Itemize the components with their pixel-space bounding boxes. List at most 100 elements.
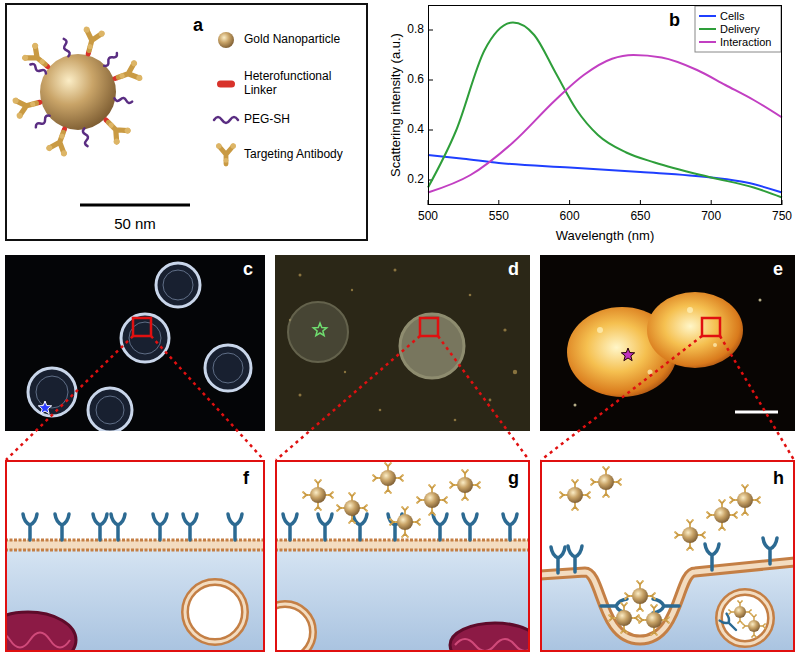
vesicle <box>185 582 245 642</box>
cell <box>96 396 124 424</box>
panel-letter: d <box>508 259 519 279</box>
nanoparticle <box>372 462 404 494</box>
nanoparticle-illustration <box>12 26 143 157</box>
scatter-speckle <box>574 404 577 407</box>
receptor <box>55 514 69 540</box>
receptor <box>353 514 367 540</box>
legend-line <box>699 15 716 17</box>
darkfield-image <box>540 255 795 431</box>
peg-chain <box>29 38 132 146</box>
micrograph-panel: d <box>275 255 530 431</box>
tick-label: 550 <box>489 210 509 223</box>
scatter-speckle <box>454 419 457 422</box>
nanoparticle <box>559 466 766 638</box>
antibody <box>45 129 73 158</box>
legend-text: PEG-SH <box>244 113 362 127</box>
receptor <box>568 546 582 572</box>
cell <box>163 270 193 300</box>
darkfield-image <box>5 255 265 431</box>
panel-letter: g <box>508 468 519 488</box>
zoom-marker <box>420 318 438 336</box>
cytoplasm <box>540 562 795 652</box>
receptor <box>551 547 565 573</box>
panel-letter: f <box>243 468 249 488</box>
mitochondrion <box>455 639 530 651</box>
legend-icon <box>218 32 234 48</box>
antibody <box>79 26 106 53</box>
nanoparticle <box>706 499 738 531</box>
scatter-speckle <box>648 370 653 375</box>
chart-art <box>428 6 782 205</box>
zoom-leader <box>438 336 529 460</box>
cell <box>213 353 243 383</box>
nanoparticle <box>729 484 761 516</box>
scatter-speckle <box>351 289 353 291</box>
spectrum-curve <box>428 23 782 198</box>
legend-line <box>699 41 716 43</box>
legend-text: Cells <box>720 10 780 23</box>
nanoparticle <box>302 479 334 511</box>
legend-text: Interaction <box>720 36 780 49</box>
legend-box <box>695 6 781 52</box>
tick-label: 700 <box>701 210 721 223</box>
zoom-marker <box>702 318 720 336</box>
darkfield-image <box>5 255 265 431</box>
darkfield-image <box>275 255 530 431</box>
legend-icon <box>214 32 238 164</box>
axis-title: Wavelength (nm) <box>556 229 655 243</box>
scale-bar <box>80 204 190 207</box>
zoom-leader <box>541 336 702 460</box>
scatter-speckle <box>597 327 603 333</box>
tick-label: 0.4 <box>407 123 424 136</box>
scatter-speckle <box>513 370 517 374</box>
legend-text: Gold Nanoparticle <box>244 33 362 47</box>
scale-label: 50 nm <box>114 216 156 233</box>
schematic-panel: f <box>5 460 265 652</box>
vesicle <box>275 604 313 652</box>
cell <box>288 302 348 362</box>
tick-label: 750 <box>772 210 792 223</box>
nanoparticle <box>674 519 706 551</box>
scatter-speckle <box>344 371 346 373</box>
spectrum-curve <box>428 23 782 198</box>
darkfield-image <box>313 323 326 336</box>
legend-text: Targeting Antibody <box>244 148 362 162</box>
tick-label: 500 <box>418 210 438 223</box>
scatter-speckle <box>503 328 506 331</box>
antibody <box>115 59 144 87</box>
plot-frame: b <box>428 5 782 205</box>
nanoparticle <box>728 600 752 624</box>
cell <box>156 263 200 307</box>
cell <box>28 368 76 416</box>
receptor <box>705 544 719 570</box>
legend-icon <box>214 117 238 123</box>
schematic-panel: h <box>540 460 795 652</box>
legend-text: Heterofunctional Linker <box>244 70 362 98</box>
panel-letter: h <box>773 468 784 488</box>
nanoparticle <box>590 466 622 498</box>
cell <box>88 388 132 431</box>
scatter-speckle <box>289 269 517 422</box>
nanoparticle <box>624 580 656 612</box>
antibody <box>21 42 52 73</box>
scatter-speckle <box>574 299 762 407</box>
receptor <box>93 514 107 540</box>
darkfield-image <box>621 348 634 361</box>
cell-schematic <box>540 460 795 652</box>
receptor <box>183 514 197 540</box>
panel-letter: c <box>243 259 253 279</box>
scatter-speckle <box>489 399 492 402</box>
legend-line <box>699 28 716 30</box>
legend-icon <box>217 81 235 88</box>
receptor <box>503 514 517 540</box>
scatter-speckle <box>299 274 302 277</box>
cell-schematic <box>275 460 530 652</box>
vesicle <box>719 592 771 644</box>
peg-chain <box>103 52 119 68</box>
receptor <box>23 514 37 540</box>
nanoparticle <box>559 479 591 511</box>
vesicle <box>185 582 245 642</box>
tick-label: 0.8 <box>407 23 424 36</box>
antibody <box>101 115 132 146</box>
